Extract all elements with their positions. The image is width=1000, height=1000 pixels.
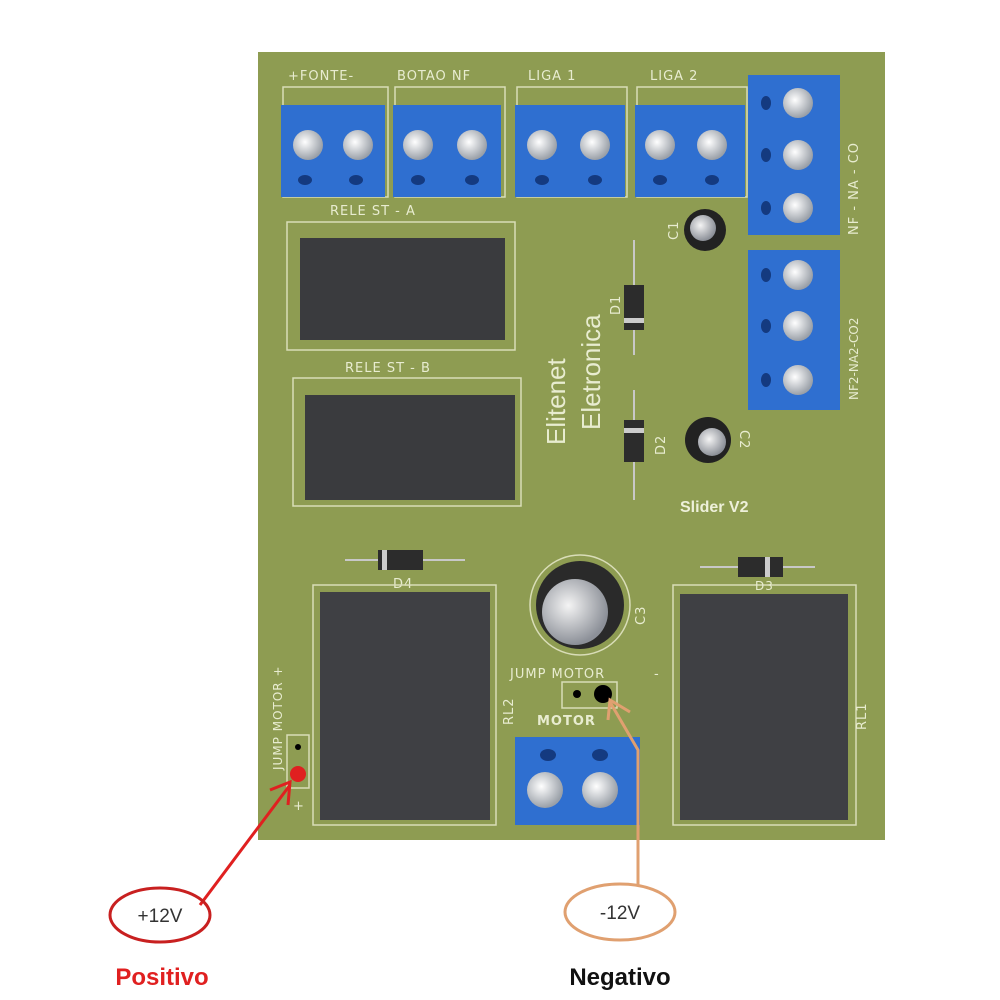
label-jump-motor: JUMP MOTOR: [509, 667, 605, 682]
label-jump-minus: -: [654, 667, 660, 682]
label-nf2-na2-co2: NF2-NA2-CO2: [847, 318, 861, 400]
brand-subtitle: Eletronica: [576, 314, 606, 430]
positive-label: Positivo: [115, 964, 208, 991]
negative-voltage-ellipse: [563, 882, 677, 942]
label-relay-a: RELE ST - A: [330, 204, 416, 219]
white-patch: [285, 880, 415, 960]
negative-arrow: [606, 697, 640, 885]
label-d2: D2: [654, 435, 669, 455]
negative-voltage: -12V: [600, 903, 640, 924]
terminal-fonte: [281, 105, 385, 197]
capacitor-c1: [684, 209, 726, 251]
jumper-pin-positive: [290, 766, 306, 782]
label-botao-nf: BOTAO NF: [397, 69, 471, 84]
terminal-botao-nf: [393, 105, 501, 197]
diode-d4: [345, 550, 465, 570]
diode-d1: [624, 240, 644, 355]
label-c3: C3: [634, 606, 649, 625]
relay-a: [300, 238, 505, 340]
jumper-pin-small-left: [295, 744, 301, 750]
terminal-liga-1: [515, 105, 625, 197]
label-liga-1: LIGA 1: [528, 69, 576, 84]
label-rl2: RL2: [502, 697, 517, 725]
label-c1: C1: [667, 221, 682, 240]
positive-arrow: [198, 779, 292, 906]
relay-rl1: [680, 594, 848, 820]
model-label: Slider V2: [680, 499, 749, 516]
terminal-nf2-na2-co2: [748, 250, 840, 410]
jumper-pin-negative: [594, 685, 612, 703]
terminal-motor: [515, 737, 640, 825]
label-jump-motor-left: JUMP MOTOR +: [271, 665, 285, 771]
label-fonte: +FONTE-: [288, 69, 354, 84]
capacitor-c2: [685, 417, 731, 463]
label-jump-plus: +: [293, 799, 305, 814]
positive-voltage-ellipse: [108, 886, 212, 944]
label-rl1: RL1: [855, 702, 870, 730]
brand-name: Elitenet: [541, 358, 571, 445]
label-c2: C2: [736, 430, 751, 449]
label-motor: MOTOR: [537, 714, 596, 729]
label-nf-na-co: NF - NA - CO: [847, 142, 862, 235]
label-relay-b: RELE ST - B: [345, 361, 431, 376]
diode-d3: [700, 557, 815, 577]
diode-d2: [624, 390, 644, 500]
label-liga-2: LIGA 2: [650, 69, 698, 84]
label-d1: D1: [609, 295, 624, 315]
relay-rl2: [320, 592, 490, 820]
relay-b: [305, 395, 515, 500]
jumper-pin-small: [573, 690, 581, 698]
terminal-liga-2: [635, 105, 745, 197]
capacitor-c3: [529, 554, 631, 656]
terminal-nf-na-co: [748, 75, 840, 235]
negative-label: Negativo: [569, 964, 670, 991]
positive-voltage: +12V: [138, 906, 183, 927]
label-d3: D3: [755, 579, 774, 593]
